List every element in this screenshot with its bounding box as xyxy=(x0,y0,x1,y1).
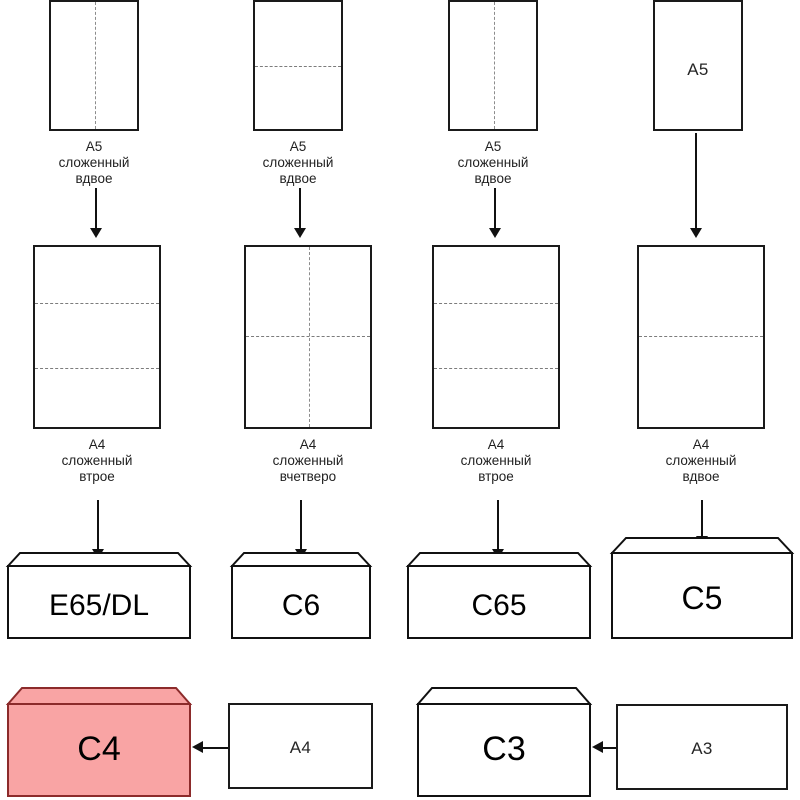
fold-line-horizontal xyxy=(255,66,341,67)
caption-a5-col2: A5 сложенный вдвое xyxy=(262,139,334,186)
envelope-c4: C4 xyxy=(5,687,193,797)
envelope-c65-shape xyxy=(405,552,593,639)
sheet-a3-source: A3 xyxy=(616,704,788,790)
caption-a4-col4: A4 сложенный вдвое xyxy=(665,437,737,484)
sheet-a4-source-label: A4 xyxy=(289,738,312,757)
envelope-c5-shape xyxy=(609,537,795,639)
envelope-c4-label: C4 xyxy=(77,730,121,768)
caption-a4-col3: A4 сложенный втрое xyxy=(460,437,532,484)
envelope-e65-dl-shape xyxy=(5,552,193,639)
fold-line-vertical xyxy=(95,2,96,129)
sheet-a4-col3 xyxy=(432,245,560,429)
sheet-a3-source-label: A3 xyxy=(691,739,713,758)
fold-line-horizontal xyxy=(246,336,370,337)
sheet-a5-col2 xyxy=(253,0,343,131)
caption-a5-col1: A5 сложенный вдвое xyxy=(58,139,130,186)
sheet-a4-col1 xyxy=(33,245,161,429)
caption-a5-col3: A5 сложенный вдвое xyxy=(457,139,529,186)
envelope-e65-dl: E65/DL xyxy=(5,552,193,639)
envelope-c3: C3 xyxy=(415,687,593,797)
caption-a4-col1: A4 сложенный втрое xyxy=(61,437,133,484)
envelope-c4-shape xyxy=(5,687,193,797)
envelope-c3-shape xyxy=(415,687,593,797)
envelope-e65-dl-label: E65/DL xyxy=(48,589,150,622)
envelope-c6: C6 xyxy=(229,552,373,639)
envelope-c6-shape xyxy=(229,552,373,639)
fold-line-horizontal xyxy=(434,303,558,304)
fold-line-horizontal xyxy=(639,336,763,337)
envelope-c5-label: C5 xyxy=(681,580,723,616)
envelope-c65: C65 xyxy=(405,552,593,639)
envelope-c3-label: C3 xyxy=(482,730,526,768)
fold-line-vertical xyxy=(494,2,495,129)
sheet-a4-col4 xyxy=(637,245,765,429)
sheet-a5-col3 xyxy=(448,0,538,131)
fold-line-vertical xyxy=(309,247,310,427)
fold-line-horizontal xyxy=(35,368,159,369)
envelope-c6-label: C6 xyxy=(281,589,321,622)
fold-line-horizontal xyxy=(434,368,558,369)
envelope-c5: C5 xyxy=(609,537,795,639)
caption-a4-col2: A4 сложенный вчетверо xyxy=(272,437,344,484)
sheet-a5-col4: A5 xyxy=(653,0,743,131)
sheet-a4-col2 xyxy=(244,245,372,429)
sheet-a5-col4-label: A5 xyxy=(687,60,709,79)
envelope-c65-label: C65 xyxy=(471,589,527,622)
sheet-a4-source: A4 xyxy=(228,703,373,789)
fold-line-horizontal xyxy=(35,303,159,304)
sheet-a5-col1 xyxy=(49,0,139,131)
